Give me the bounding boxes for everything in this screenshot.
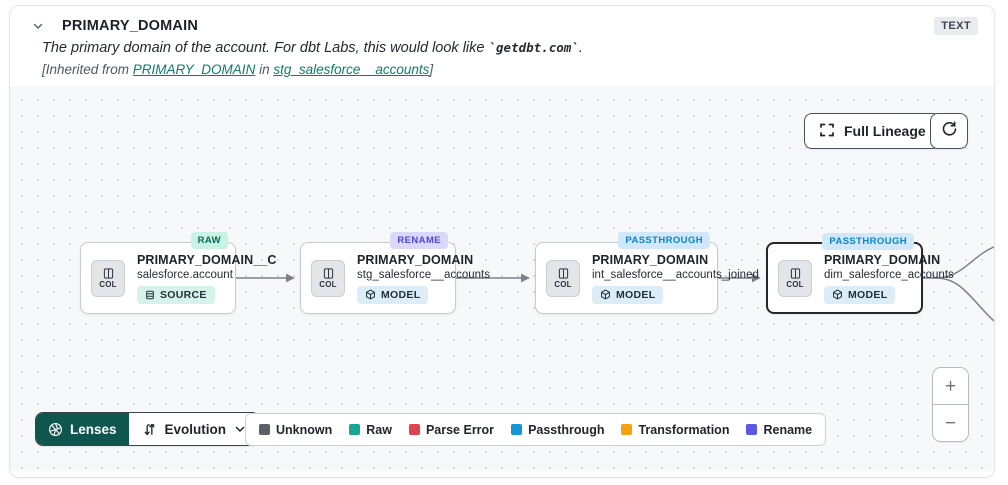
evolution-badge: RENAME bbox=[390, 232, 448, 249]
node-column-name: PRIMARY_DOMAIN bbox=[357, 252, 474, 267]
node-column-name: PRIMARY_DOMAIN bbox=[824, 252, 941, 267]
resource-type-pill: MODEL bbox=[824, 285, 896, 304]
refresh-icon bbox=[941, 120, 958, 142]
legend-swatch bbox=[259, 424, 270, 435]
column-description: The primary domain of the account. For d… bbox=[42, 40, 583, 56]
columns-icon bbox=[558, 267, 568, 279]
inline-code: `getdbt.com` bbox=[488, 40, 579, 55]
zoom-out-button[interactable]: − bbox=[933, 405, 968, 441]
expand-icon bbox=[819, 122, 835, 141]
zoom-in-button[interactable]: + bbox=[933, 368, 968, 404]
legend-item: Raw bbox=[349, 423, 392, 437]
node-column-name: PRIMARY_DOMAIN__C bbox=[137, 252, 277, 267]
zoom-controls: + − bbox=[932, 367, 969, 442]
chevron-down-icon bbox=[235, 426, 245, 433]
lineage-node-intermediate[interactable]: PASSTHROUGH COL PRIMARY_DOMAIN int_sales… bbox=[535, 232, 759, 314]
lineage-canvas[interactable]: Full Lineage RAW COL PRIMARY_DOMAIN__C s… bbox=[10, 86, 994, 471]
resource-type-pill: MODEL bbox=[357, 285, 429, 304]
column-chip: COL bbox=[778, 259, 812, 297]
inherited-from-line: [Inherited from PRIMARY_DOMAIN in stg_sa… bbox=[42, 62, 434, 77]
legend-swatch bbox=[349, 424, 361, 435]
legend-swatch bbox=[746, 424, 758, 435]
columns-icon bbox=[790, 267, 800, 279]
legend-item: Unknown bbox=[259, 423, 332, 437]
cube-icon bbox=[833, 289, 842, 300]
column-header: PRIMARY_DOMAIN TEXT The primary domain o… bbox=[10, 6, 994, 86]
aperture-icon bbox=[49, 422, 62, 436]
legend-item: Parse Error bbox=[408, 423, 494, 437]
node-column-name: PRIMARY_DOMAIN bbox=[592, 252, 709, 267]
evolution-badge: PASSTHROUGH bbox=[618, 232, 710, 249]
divider bbox=[933, 404, 968, 405]
column-title: PRIMARY_DOMAIN bbox=[62, 18, 198, 34]
column-lineage-panel: PRIMARY_DOMAIN TEXT The primary domain o… bbox=[9, 5, 995, 478]
lenses-button[interactable]: Lenses bbox=[36, 413, 129, 445]
lens-select[interactable]: Evolution bbox=[128, 413, 260, 445]
evolution-badge: RAW bbox=[190, 232, 228, 249]
swap-vertical-icon bbox=[144, 423, 155, 435]
legend-item: Transformation bbox=[621, 423, 729, 437]
columns-icon bbox=[323, 267, 333, 279]
lineage-node-staging[interactable]: RENAME COL PRIMARY_DOMAIN stg_salesforce… bbox=[300, 232, 490, 314]
inherited-model-link[interactable]: stg_salesforce__accounts bbox=[273, 62, 430, 77]
legend-item: Passthrough bbox=[511, 423, 604, 437]
node-resource-name: dim_salesforce_accounts bbox=[824, 268, 954, 281]
data-type-badge: TEXT bbox=[934, 17, 978, 35]
columns-icon bbox=[103, 267, 113, 279]
collapse-chevron-icon[interactable] bbox=[30, 18, 46, 34]
node-resource-name: salesforce.account bbox=[137, 268, 233, 281]
resource-type-pill: MODEL bbox=[592, 285, 664, 304]
legend-swatch bbox=[408, 424, 420, 435]
node-resource-name: int_salesforce__accounts_joined bbox=[592, 268, 759, 281]
resource-type-pill: SOURCE bbox=[137, 285, 215, 304]
node-resource-name: stg_salesforce__accounts bbox=[357, 268, 490, 281]
column-chip: COL bbox=[546, 259, 580, 297]
refresh-button[interactable] bbox=[930, 113, 968, 149]
lenses-control: Lenses Evolution bbox=[35, 412, 261, 446]
full-lineage-button[interactable]: Full Lineage bbox=[804, 113, 941, 149]
column-chip: COL bbox=[91, 259, 125, 297]
inherited-column-link[interactable]: PRIMARY_DOMAIN bbox=[132, 62, 256, 77]
column-chip: COL bbox=[311, 259, 345, 297]
cube-icon bbox=[366, 289, 375, 300]
evolution-legend: Unknown Raw Parse Error Passthrough Tran… bbox=[245, 413, 827, 446]
legend-swatch bbox=[621, 424, 633, 435]
legend-swatch bbox=[511, 424, 523, 435]
database-icon bbox=[146, 290, 154, 299]
cube-icon bbox=[601, 289, 610, 300]
legend-item: Rename bbox=[746, 423, 812, 437]
lineage-node-source[interactable]: RAW COL PRIMARY_DOMAIN__C salesforce.acc… bbox=[80, 232, 276, 314]
evolution-badge: PASSTHROUGH bbox=[822, 233, 914, 250]
lineage-node-dim-selected[interactable]: PASSTHROUGH COL PRIMARY_DOMAIN dim_sales… bbox=[766, 233, 954, 314]
